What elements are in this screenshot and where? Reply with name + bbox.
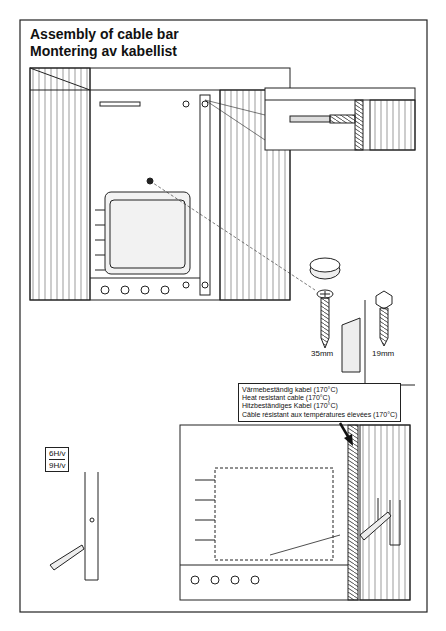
node-text: Värmebeständig kabel (170°C) (242, 386, 397, 394)
callout-box: Värmebeständig kabel (170°C)Heat resista… (238, 383, 401, 422)
node-text: 9H/v (49, 459, 65, 471)
node-text: Câble résistant aux températures élevées… (242, 411, 397, 419)
node-text: Heat resistant cable (170°C) (242, 394, 397, 402)
node-text: 6H/v (49, 448, 65, 459)
node-text: Hitzbeständiges Kabel (170°C) (242, 402, 397, 410)
dimension-label: 19mm (372, 349, 394, 358)
model-box: 6H/v9H/v (45, 447, 69, 472)
dimension-label: 35mm (311, 349, 333, 358)
page-title: Assembly of cable bar Montering av kabel… (30, 26, 215, 60)
